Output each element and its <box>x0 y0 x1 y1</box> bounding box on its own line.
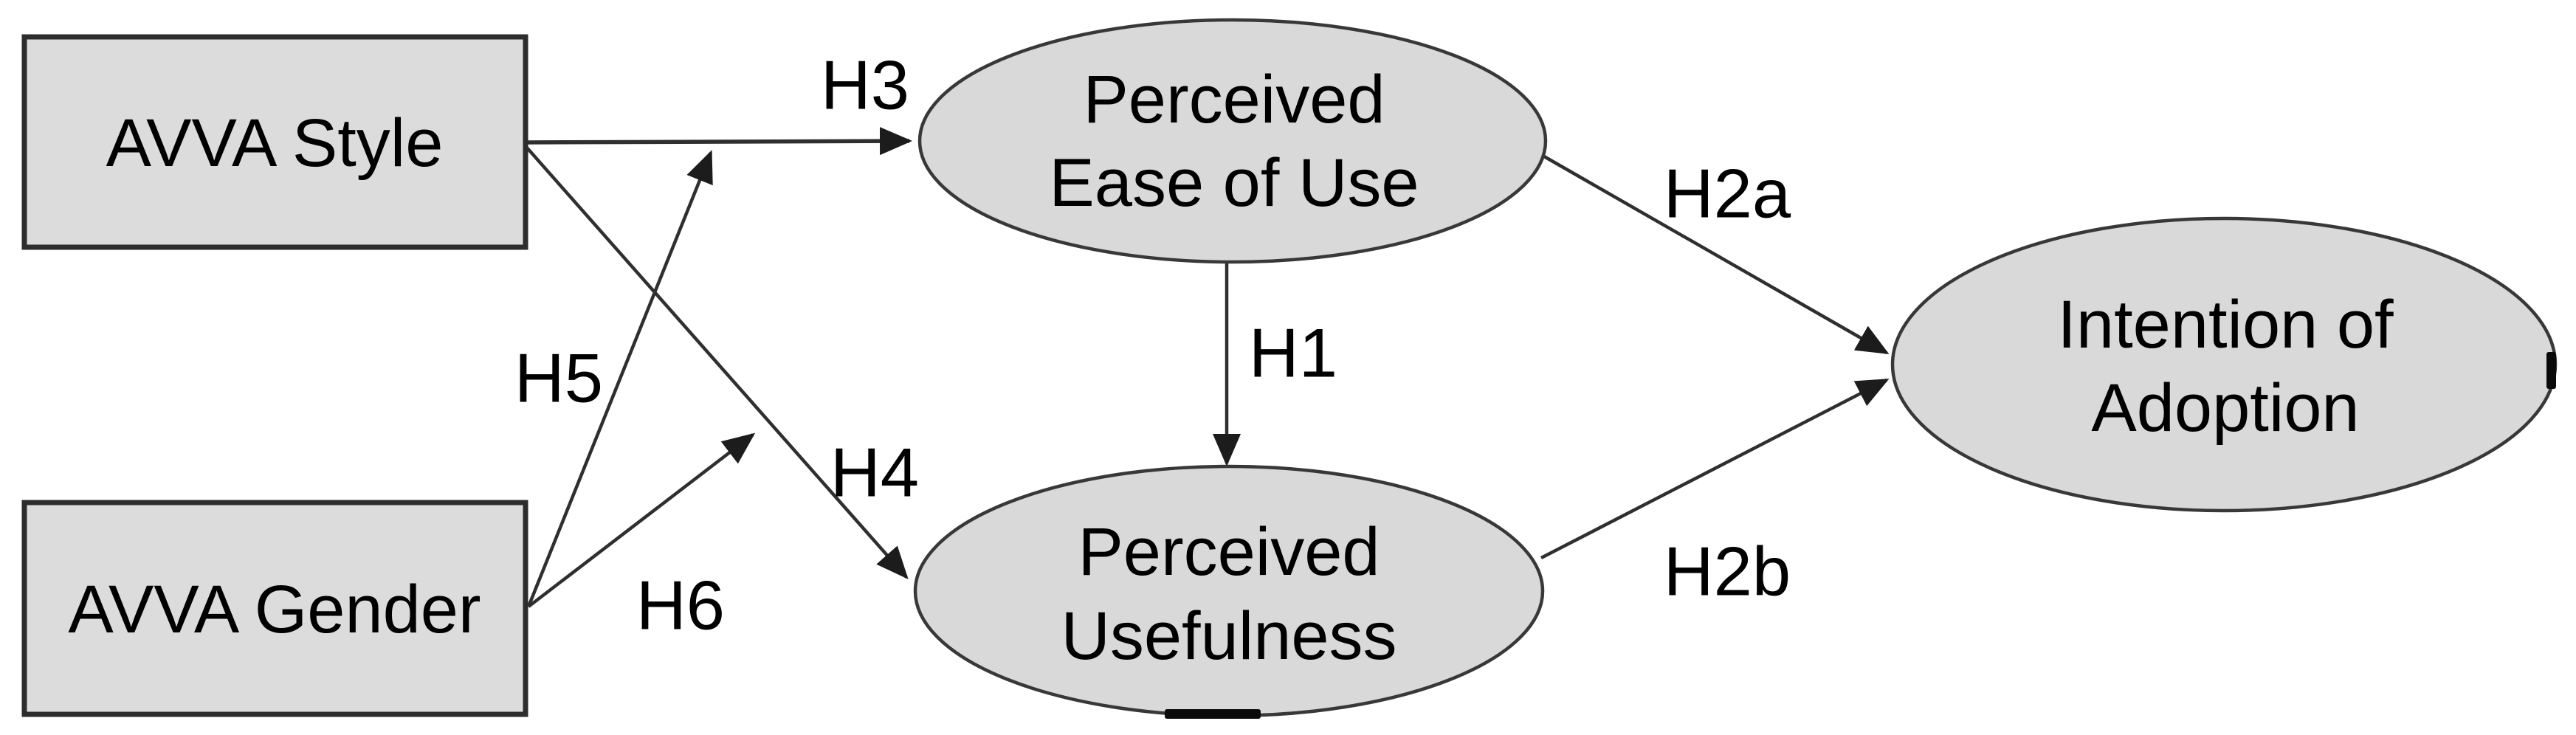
arrow-h4 <box>524 145 909 579</box>
node-perceived-ease-of-use: Perceived Ease of Use <box>917 18 1548 264</box>
node-perceived-usefulness: Perceived Usefulness <box>913 464 1545 719</box>
intention-of-adoption-ellipse <box>1890 216 2558 513</box>
avva-style-label: AVVA Style <box>106 106 444 181</box>
perceived-ease-of-use-label-line1: Perceived <box>1083 62 1385 137</box>
perceived-usefulness-label-line2: Usefulness <box>1061 598 1397 674</box>
arrow-h2b <box>1540 378 1890 560</box>
arrow-h6 <box>527 432 756 608</box>
avva-gender-label: AVVA Gender <box>68 572 481 647</box>
label-h3: H3 <box>821 46 909 124</box>
perceived-usefulness-label-line1: Perceived <box>1078 514 1380 590</box>
intention-of-adoption-label-line2: Adoption <box>2091 370 2359 446</box>
ellipse-bottom-edge-tick <box>1165 709 1261 719</box>
node-avva-style: AVVA Style <box>21 34 528 250</box>
arrow-h3 <box>525 127 912 156</box>
label-h4: H4 <box>830 434 919 511</box>
label-h1: H1 <box>1249 314 1337 392</box>
label-h5: H5 <box>514 339 603 417</box>
arrow-h5 <box>526 150 713 607</box>
node-intention-of-adoption: Intention of Adoption <box>1890 216 2558 513</box>
avva-gender-box <box>21 500 528 717</box>
node-avva-gender: AVVA Gender <box>21 500 528 717</box>
label-h2a: H2a <box>1664 155 1791 232</box>
label-h6: H6 <box>636 567 725 644</box>
intention-of-adoption-label-line1: Intention of <box>2057 287 2394 362</box>
avva-style-box <box>21 34 528 250</box>
perceived-usefulness-ellipse <box>913 464 1545 718</box>
ellipse-right-edge-tick <box>2546 352 2556 389</box>
perceived-ease-of-use-ellipse <box>917 18 1548 264</box>
arrow-h2a <box>1543 155 1890 354</box>
label-h2b: H2b <box>1664 533 1791 610</box>
perceived-ease-of-use-label-line2: Ease of Use <box>1049 145 1419 221</box>
